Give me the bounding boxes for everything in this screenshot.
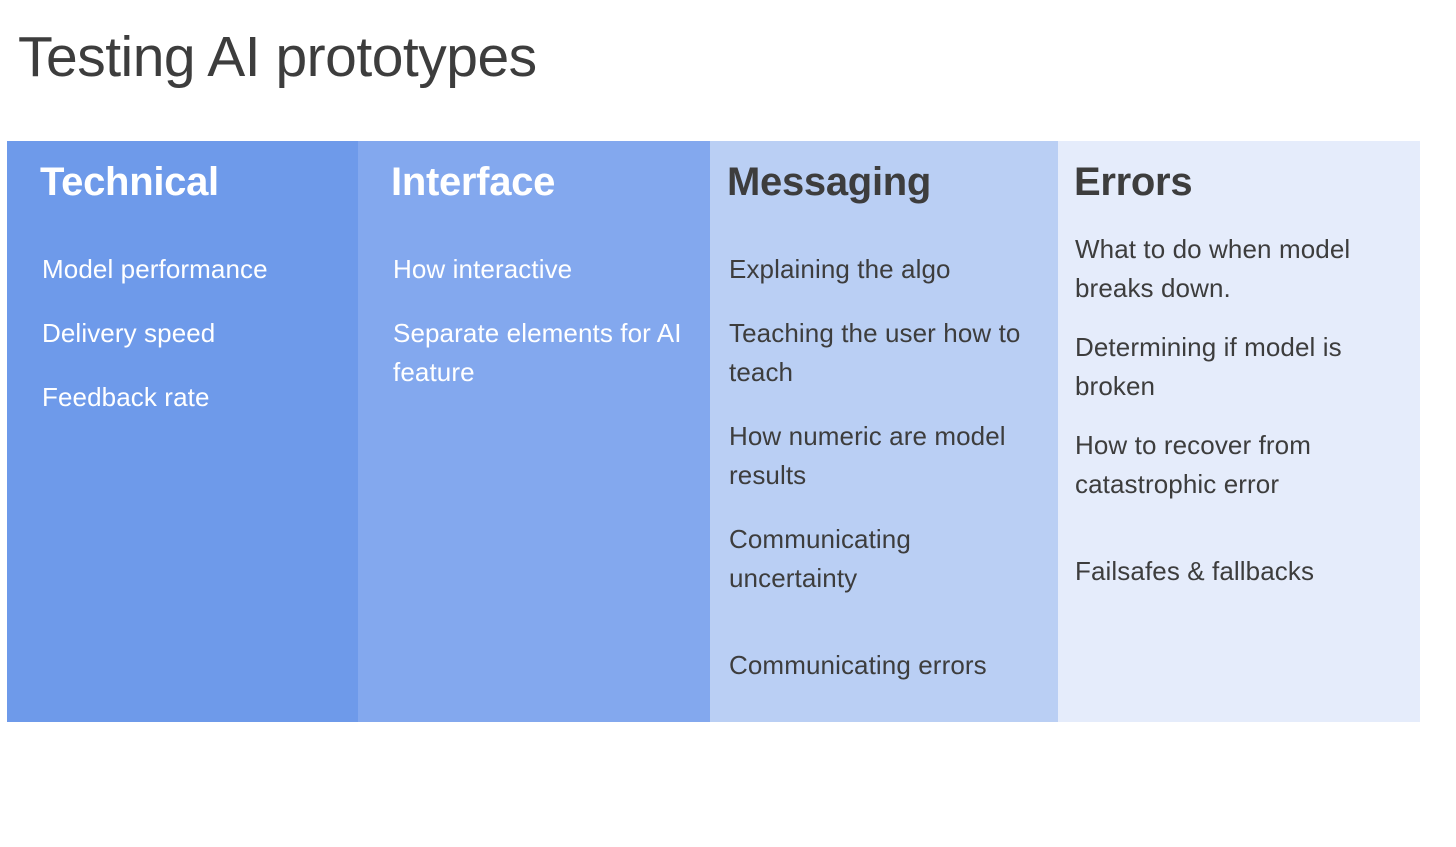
list-item: Failsafes & fallbacks: [1075, 556, 1315, 586]
list-item: Communicating uncertainty: [729, 524, 911, 593]
list-item: Determining if model is broken: [1075, 332, 1342, 401]
list-item: Communicating errors: [729, 650, 987, 680]
list-item: Delivery speed: [42, 318, 216, 348]
column-item-list-errors: What to do when model breaks down. Determ…: [1058, 230, 1420, 591]
column-heading-messaging: Messaging: [727, 160, 932, 204]
list-item: What to do when model breaks down.: [1075, 234, 1351, 303]
list-item: Separate elements for AI feature: [393, 318, 682, 387]
column-heading-errors: Errors: [1074, 160, 1193, 204]
list-item: Feedback rate: [42, 382, 210, 412]
list-item: Model performance: [42, 254, 268, 284]
column-heading-interface: Interface: [391, 160, 556, 204]
list-item: Teaching the user how to teach: [729, 318, 1021, 387]
column-heading-technical: Technical: [40, 160, 219, 204]
list-item: How interactive: [393, 254, 573, 284]
list-item: How to recover from catastrophic error: [1075, 430, 1311, 499]
list-item: How numeric are model results: [729, 421, 1006, 490]
page-title: Testing AI prototypes: [18, 25, 537, 89]
list-item: Explaining the algo: [729, 254, 951, 284]
